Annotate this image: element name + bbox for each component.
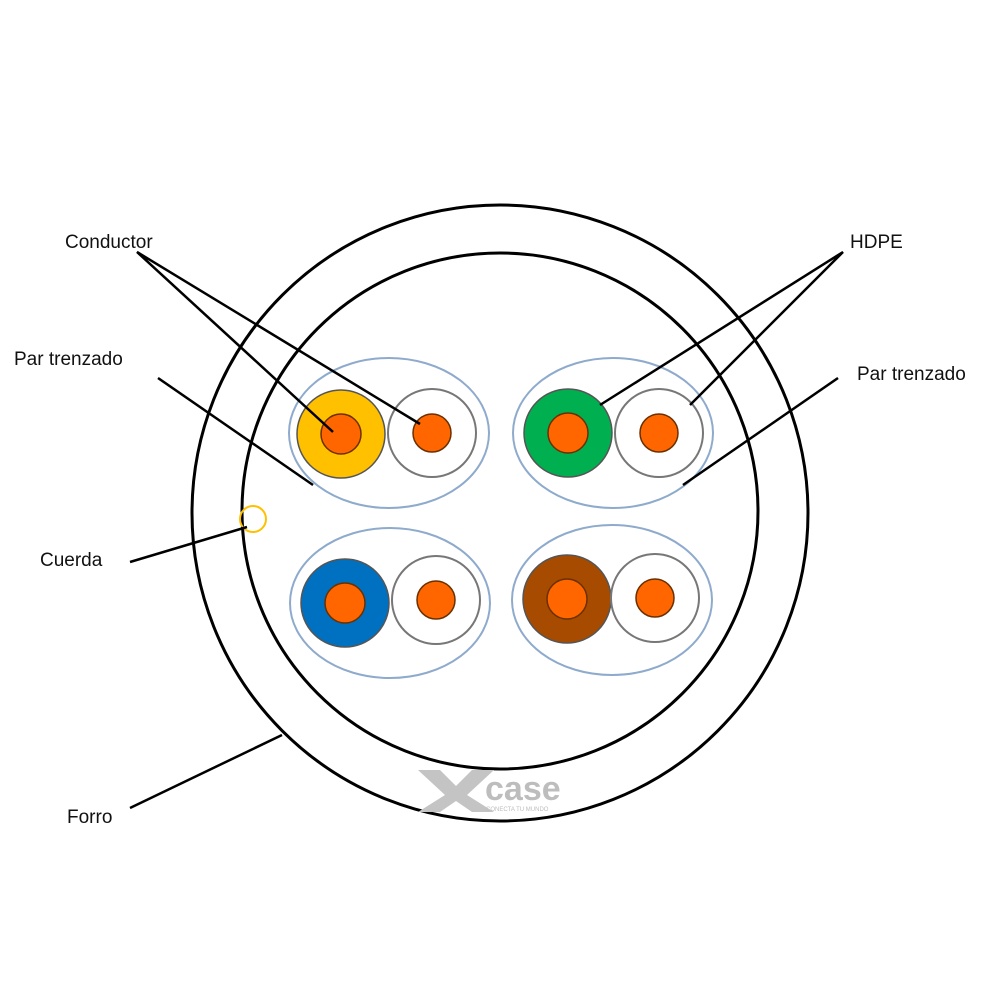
cuerda-ripcord: [239, 505, 267, 533]
leader-cuerda: [129, 525, 248, 564]
twisted-pair-3-wrap: [289, 527, 491, 679]
jacket-inner: [240, 251, 760, 771]
label-cuerda: Cuerda: [40, 550, 103, 571]
leader-hdpe: [599, 250, 844, 407]
pair-2-white-conductor: [639, 413, 679, 453]
leader-par-trenzado-right: [682, 376, 839, 487]
leader-lines: [129, 250, 844, 810]
label-hdpe: HDPE: [850, 232, 903, 253]
logo: case CONECTA TU MUNDO: [418, 770, 561, 813]
leader-forro: [129, 733, 283, 810]
leader-conductor: [136, 250, 421, 433]
logo-x-mark: [418, 770, 494, 812]
pair-1-white-conductor: [412, 413, 452, 453]
label-forro: Forro: [67, 807, 113, 828]
label-par-trenzado-right: Par trenzado: [857, 364, 966, 385]
leader-par-trenzado-left: [157, 376, 314, 487]
pair-2-colored-conductor: [547, 412, 589, 454]
pair-3-colored-conductor: [324, 582, 366, 624]
pair-4-white-conductor: [635, 578, 675, 618]
jacket-outer: [190, 203, 810, 823]
twisted-pair-4-wrap: [511, 524, 713, 676]
pair-1-colored-conductor: [320, 413, 362, 455]
pair-4-colored-conductor: [546, 578, 588, 620]
label-par-trenzado-left: Par trenzado: [14, 349, 123, 370]
pair-3-white-conductor: [416, 580, 456, 620]
twisted-pair-1-wrap: [288, 357, 490, 509]
logo-brand: case: [485, 770, 561, 808]
logo-tagline: CONECTA TU MUNDO: [486, 807, 549, 813]
label-conductor: Conductor: [65, 232, 153, 253]
twisted-pair-2-wrap: [512, 357, 714, 509]
